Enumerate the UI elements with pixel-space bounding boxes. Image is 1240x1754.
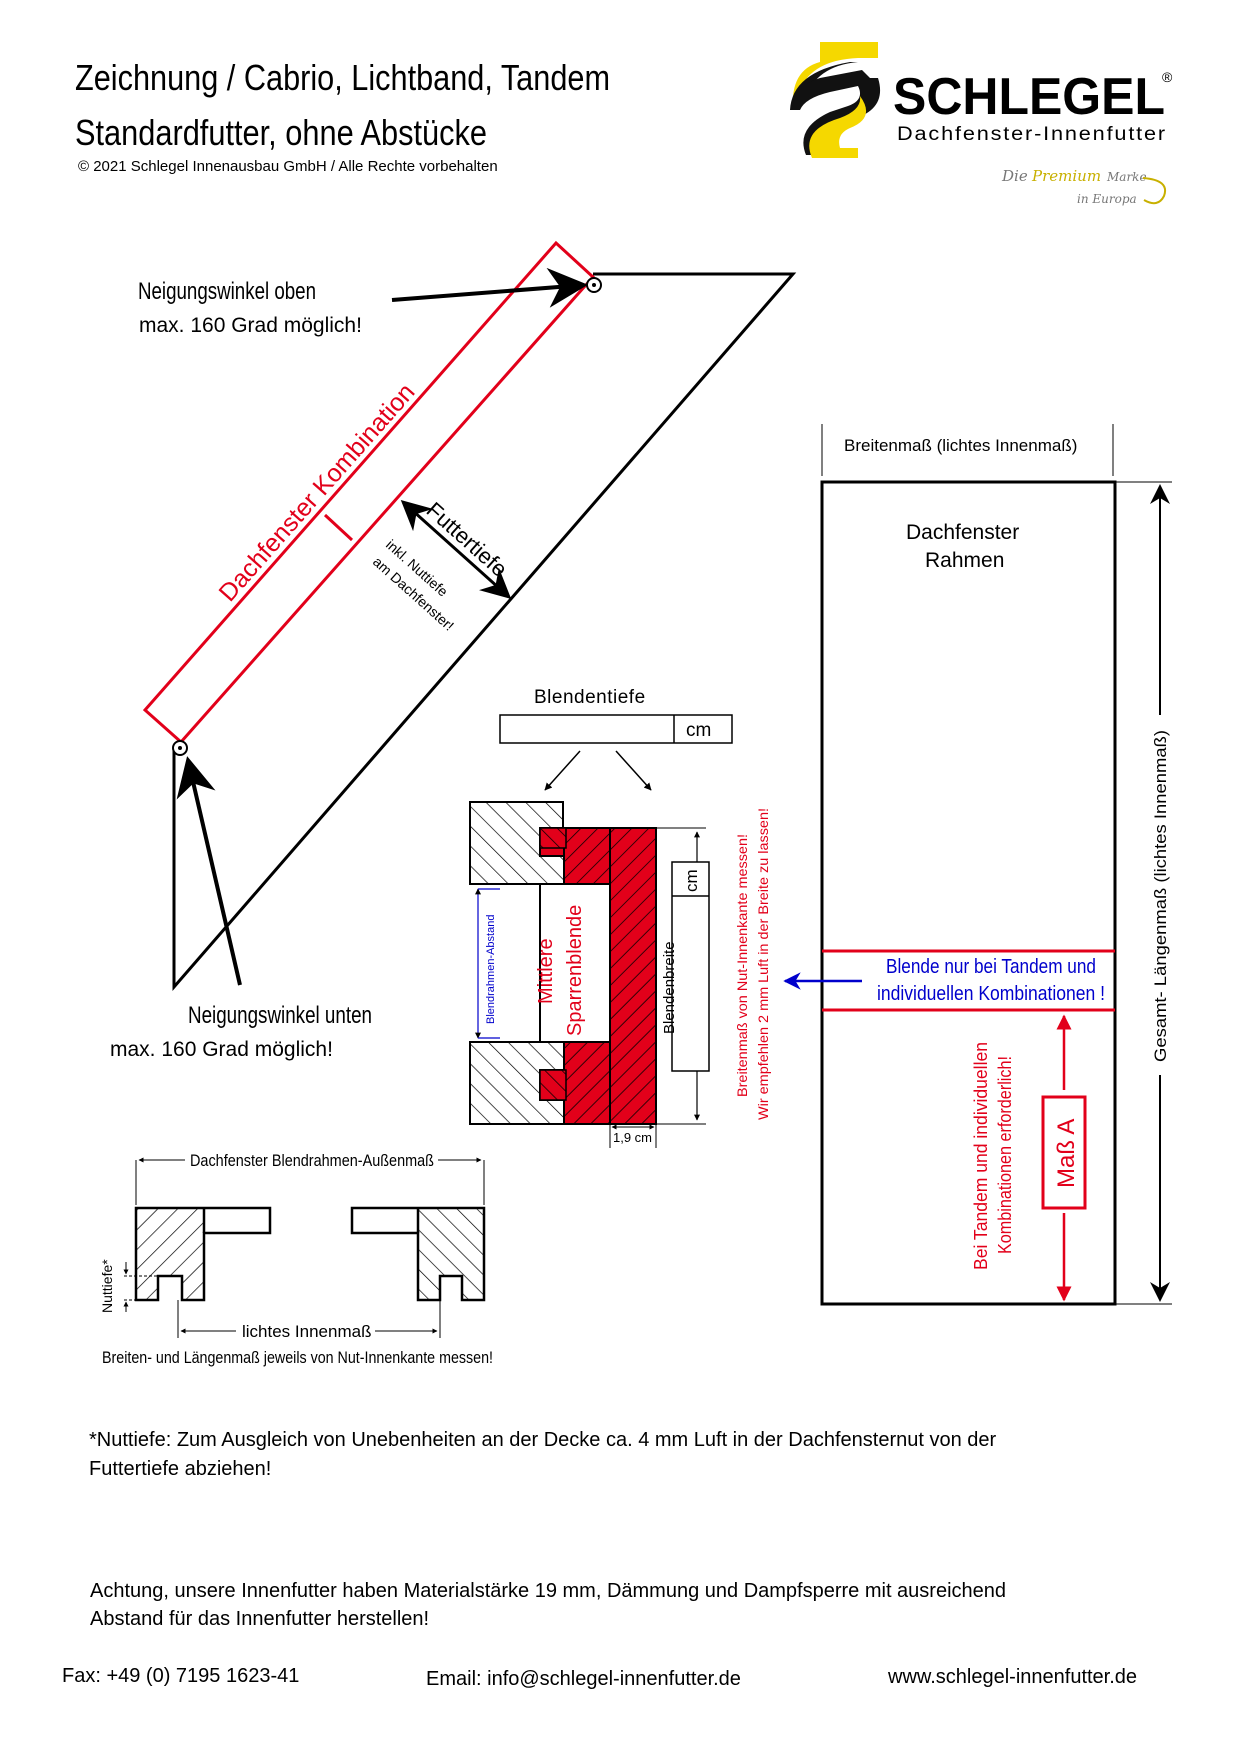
title-line-1: Zeichnung / Cabrio, Lichtband, Tandem xyxy=(75,57,610,98)
footer-fax: Fax: +49 (0) 7195 1623-41 xyxy=(62,1665,299,1687)
schlegel-logo: SCHLEGEL ® Dachfenster-Innenfutter Die P… xyxy=(790,42,1173,206)
mass-a-label: Maß A xyxy=(1053,1119,1080,1188)
angle-bottom-arrow xyxy=(176,756,242,986)
nuttiefe-note-line-2: Futtertiefe abziehen! xyxy=(89,1458,271,1480)
section-detail: Blendentiefe cm Blendrahmen-Abstand Mitt… xyxy=(469,687,771,1148)
measure-note: Breiten- und Längenmaß jeweils von Nut-I… xyxy=(102,1348,493,1367)
slope-outline xyxy=(172,272,797,992)
window-divider-1 xyxy=(323,513,354,542)
blendenbreite-unit: cm xyxy=(682,869,701,892)
mass-a-box xyxy=(1041,1095,1087,1210)
width-note-2: Wir empfehlen 2 mm Luft in der Breite zu… xyxy=(755,808,771,1120)
tagline-swirl xyxy=(1142,177,1166,205)
blendenbreite-label: Blendenbreite xyxy=(661,941,678,1034)
nuttiefe-label: Nuttiefe* xyxy=(99,1259,115,1313)
tagline-premium: Premium xyxy=(1031,167,1101,185)
blendentiefe-label: Blendentiefe xyxy=(534,687,646,708)
footer-email[interactable]: Email: info@schlegel-innenfutter.de xyxy=(426,1668,741,1690)
blendentiefe-arrow-right xyxy=(615,750,652,791)
angle-bottom-title: Neigungswinkel unten xyxy=(188,1002,372,1029)
angle-top-title: Neigungswinkel oben xyxy=(138,278,316,305)
required-note-2: Kombinationen erforderlich! xyxy=(995,1056,1015,1254)
total-length-label: Gesamt- Längenmaß (lichtes Innenmaß) xyxy=(1151,730,1170,1062)
sparrenblende-plank xyxy=(609,827,657,1125)
logo-tagline: Die Premium Marke in Europa xyxy=(1001,167,1166,206)
sparrenblende-label-2: Sparrenblende xyxy=(564,905,586,1036)
angle-top-max: max. 160 Grad möglich! xyxy=(139,314,362,337)
blendentiefe-arrow-left xyxy=(544,750,581,791)
futtertiefe-label: Futtertiefe xyxy=(422,497,513,582)
futtertiefe-arrow xyxy=(400,499,512,600)
tagline-die: Die xyxy=(1001,167,1028,185)
angle-top-arrow xyxy=(391,267,588,308)
achtung-note-line-1: Achtung, unsere Innenfutter haben Materi… xyxy=(90,1580,1006,1602)
inner-measure-label: lichtes Innenmaß xyxy=(242,1322,371,1341)
logo-mark-yellow-bottom xyxy=(809,96,867,158)
blende-note-2: individuellen Kombinationen ! xyxy=(877,983,1105,1005)
copyright-notice: © 2021 Schlegel Innenausbau GmbH / Alle … xyxy=(78,158,498,175)
achtung-note-line-2: Abstand für das Innenfutter herstellen! xyxy=(90,1608,429,1630)
blendrahmen-abstand-label: Blendrahmen-Abstand xyxy=(485,915,497,1024)
logo-brand: SCHLEGEL xyxy=(893,68,1165,126)
tagline-marke: Marke xyxy=(1106,170,1147,184)
logo-mark-yellow xyxy=(792,42,878,110)
blendentiefe-input-box xyxy=(499,714,733,744)
angle-bottom-max: max. 160 Grad möglich! xyxy=(110,1038,333,1061)
frame-title-1: Dachfenster xyxy=(906,521,1019,544)
sparrenblende-inner-void xyxy=(539,883,611,1043)
frame-title-2: Rahmen xyxy=(925,549,1004,572)
title-line-2: Standardfutter, ohne Abstücke xyxy=(75,112,487,153)
width-measure-label: Breitenmaß (lichtes Innenmaß) xyxy=(844,436,1077,455)
required-note-1: Bei Tandem und individuellen xyxy=(971,1042,991,1270)
nuttiefe-note-line-1: *Nuttiefe: Zum Ausgleich von Unebenheite… xyxy=(89,1429,997,1451)
frame-profile-detail: Dachfenster Blendrahmen-Außenmaß Nuttief… xyxy=(99,1151,493,1367)
sparrenblende-label-1: Mittlere xyxy=(535,938,557,1004)
width-note-1: Breitenmaß von Nut-Innenkante messen! xyxy=(734,834,750,1097)
blende-note-1: Blende nur bei Tandem und xyxy=(886,956,1096,978)
logo-subtitle: Dachfenster-Innenfutter xyxy=(897,124,1167,145)
roof-slope-drawing xyxy=(142,240,797,992)
blendenbreite-input-box xyxy=(671,861,710,1072)
thickness-label: 1,9 cm xyxy=(613,1130,652,1145)
footer-website[interactable]: www.schlegel-innenfutter.de xyxy=(887,1666,1137,1688)
tagline-europa: in Europa xyxy=(1077,192,1137,206)
window-frame-diagram: Breitenmaß (lichtes Innenmaß) Dachfenste… xyxy=(783,424,1172,1306)
outer-measure-label: Dachfenster Blendrahmen-Außenmaß xyxy=(190,1151,434,1170)
blendentiefe-unit: cm xyxy=(686,720,711,741)
logo-registered: ® xyxy=(1162,69,1173,85)
